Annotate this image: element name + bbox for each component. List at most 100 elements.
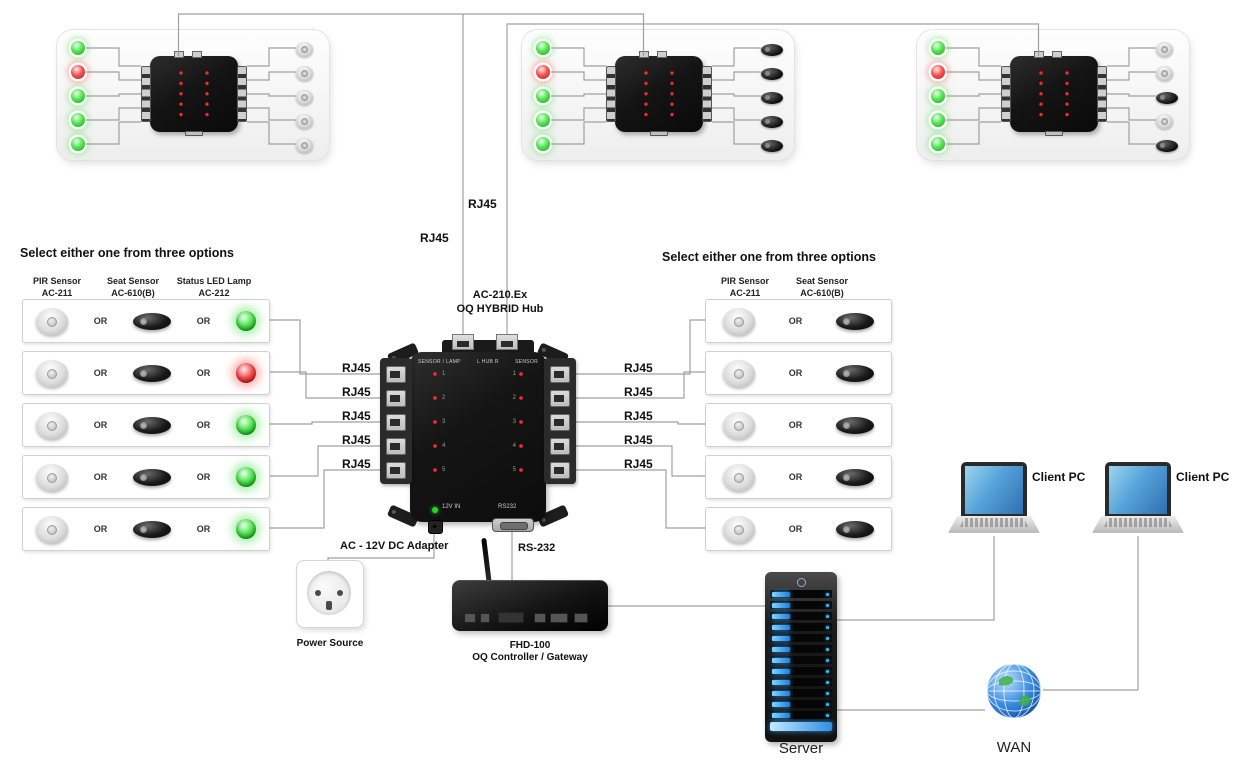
port-number: 1 bbox=[442, 371, 446, 377]
rj45-port-icon bbox=[550, 414, 570, 431]
pir-sensor-icon bbox=[35, 411, 68, 439]
status-led-lamp-icon bbox=[236, 415, 257, 435]
rj45-port-icon bbox=[1052, 51, 1062, 58]
rj45-wire-label: RJ45 bbox=[624, 409, 653, 423]
right-option-row-1: OR bbox=[705, 299, 892, 343]
status-led-icon bbox=[71, 65, 85, 79]
gateway-port-icon bbox=[550, 613, 568, 623]
column-header-line: AC-610(B) bbox=[111, 287, 155, 298]
mini-hub-device bbox=[141, 51, 247, 136]
room-panel-1 bbox=[57, 30, 329, 160]
client-pc-label: Client PC bbox=[1176, 470, 1230, 484]
rj45-port-icon bbox=[657, 51, 667, 58]
sensor-icon bbox=[761, 116, 783, 128]
server-power-button-icon bbox=[770, 577, 832, 587]
sensor-icon bbox=[761, 68, 783, 80]
laptop-keyboard-icon bbox=[960, 518, 1028, 527]
gateway-role-label: OQ Controller / Gateway bbox=[472, 652, 588, 663]
server-bay-icon bbox=[770, 700, 832, 708]
status-led-lamp-icon bbox=[236, 363, 257, 383]
rj45-wire-label: RJ45 bbox=[342, 361, 371, 375]
status-led-icon bbox=[71, 113, 85, 127]
client-pc-label: Client PC bbox=[1032, 470, 1086, 484]
left-options-heading: Select either one from three options bbox=[20, 246, 234, 260]
mini-hub-device bbox=[1001, 51, 1107, 136]
rj45-port-icon bbox=[550, 366, 570, 383]
power-led-icon bbox=[432, 507, 438, 513]
right-option-row-2: OR bbox=[705, 351, 892, 395]
right-option-row-3: OR bbox=[705, 403, 892, 447]
or-label: OR bbox=[788, 472, 803, 482]
port-number: 1 bbox=[512, 371, 516, 377]
power-outlet-icon bbox=[307, 571, 351, 615]
sensor-icon bbox=[296, 138, 313, 153]
hub-port-label: L HUB R bbox=[477, 359, 499, 365]
or-label: OR bbox=[788, 524, 803, 534]
oq-hybrid-hub-device: SENSOR / LAMP L HUB R SENSOR 1 2 3 4 5 1… bbox=[380, 330, 576, 540]
hub-led-column-icon bbox=[669, 69, 675, 121]
hub-led-column-icon bbox=[643, 69, 649, 121]
port-number: 2 bbox=[512, 395, 516, 401]
sensor-icon bbox=[296, 90, 313, 105]
status-led-icon bbox=[931, 113, 945, 127]
hub-model-label: AC-210.Ex bbox=[472, 289, 528, 301]
port-number: 2 bbox=[442, 395, 446, 401]
power-outlet-device bbox=[296, 560, 364, 628]
column-header-line: Seat Sensor bbox=[795, 276, 849, 286]
or-label: OR bbox=[788, 420, 803, 430]
column-header-pir: PIR Sensor AC-211 bbox=[706, 276, 784, 299]
wires-right-rows bbox=[574, 319, 705, 529]
or-label: OR bbox=[93, 524, 108, 534]
server-caption: Server bbox=[778, 740, 824, 757]
left-option-row-1: OR OR bbox=[22, 299, 270, 343]
rj45-port-icon bbox=[550, 390, 570, 407]
server-bay-icon bbox=[770, 645, 832, 653]
status-led-icon bbox=[71, 41, 85, 55]
left-option-row-3: OR OR bbox=[22, 403, 270, 447]
server-bay-icon bbox=[770, 612, 832, 620]
status-led-icon bbox=[71, 89, 85, 103]
seat-sensor-icon bbox=[132, 468, 171, 486]
gateway-model-label: FHD-100 bbox=[509, 640, 551, 651]
sensor-icon bbox=[761, 92, 783, 104]
rj45-wire-label: RJ45 bbox=[342, 409, 371, 423]
or-label: OR bbox=[93, 472, 108, 482]
hub-port-labels: SENSOR / LAMP L HUB R SENSOR bbox=[410, 352, 546, 365]
room-panel-2 bbox=[522, 30, 794, 160]
status-led-lamp-icon bbox=[236, 519, 257, 539]
hub-led-column-icon bbox=[432, 370, 438, 490]
server-bay-icon bbox=[770, 634, 832, 642]
hub-name-label: OQ HYBRID Hub bbox=[456, 302, 544, 315]
seat-sensor-icon bbox=[132, 364, 171, 382]
sensor-icon bbox=[1156, 92, 1178, 104]
gateway-device bbox=[452, 580, 608, 631]
laptop-display-icon bbox=[965, 466, 1023, 514]
status-led-icon bbox=[536, 65, 550, 79]
sensor-icon bbox=[761, 44, 783, 56]
status-led-icon bbox=[536, 41, 550, 55]
rj45-port-icon bbox=[386, 438, 406, 455]
or-label: OR bbox=[788, 316, 803, 326]
status-led-icon bbox=[536, 137, 550, 151]
sensor-icon bbox=[1156, 114, 1173, 129]
sensor-icon bbox=[1156, 66, 1173, 81]
wires-backbone bbox=[177, 13, 1040, 336]
serial-port-icon bbox=[650, 131, 668, 136]
server-bay-icon bbox=[770, 601, 832, 609]
port-number: 5 bbox=[512, 467, 516, 473]
wires-bottom bbox=[327, 530, 1139, 711]
seat-sensor-icon bbox=[836, 468, 875, 486]
rj45-wire-label: RJ45 bbox=[624, 457, 653, 471]
hub-led-column-icon bbox=[204, 69, 210, 121]
rj45-port-icon bbox=[386, 414, 406, 431]
or-label: OR bbox=[196, 524, 211, 534]
column-header-seat: Seat Sensor AC-610(B) bbox=[782, 276, 862, 299]
hub-body: SENSOR / LAMP L HUB R SENSOR bbox=[410, 352, 546, 522]
hub-port-label: SENSOR / LAMP bbox=[418, 359, 461, 365]
column-header-line: Seat Sensor bbox=[106, 276, 160, 286]
server-bay-icon bbox=[770, 678, 832, 686]
pir-sensor-icon bbox=[722, 515, 755, 543]
status-led-icon bbox=[536, 113, 550, 127]
or-label: OR bbox=[788, 368, 803, 378]
